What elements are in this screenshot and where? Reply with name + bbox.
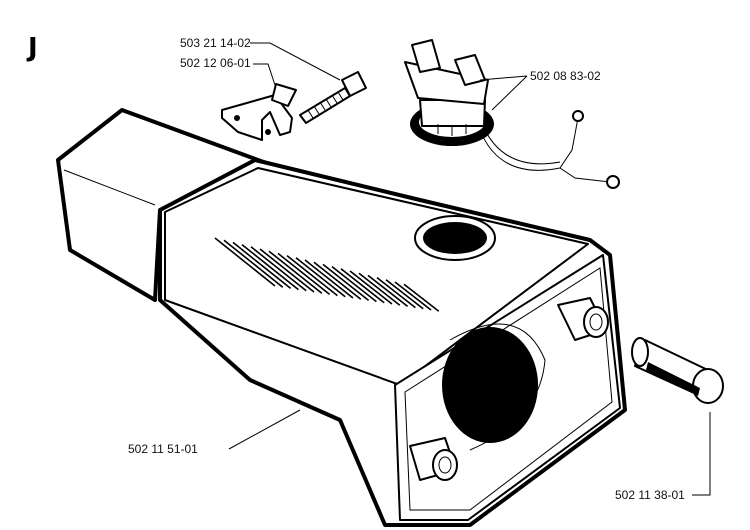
grip-rib	[250, 246, 307, 292]
label-pin: 502 11 38-01	[615, 488, 685, 502]
grip-rib	[304, 259, 354, 299]
grip-rib	[385, 279, 424, 310]
label-bolt: 503 21 14-02	[180, 36, 251, 50]
grip-rib	[268, 250, 323, 294]
label-tank: 502 11 51-01	[128, 442, 198, 456]
grip-rib	[403, 283, 440, 312]
grip-rib	[313, 261, 362, 300]
grip-rib	[286, 254, 338, 297]
bolt	[299, 71, 367, 124]
grip-rib	[241, 243, 299, 291]
grip-rib	[340, 268, 385, 304]
grip-rib	[295, 257, 346, 298]
grip-rib	[394, 281, 432, 311]
section-letter: J	[26, 33, 38, 63]
pin	[631, 337, 724, 404]
leader-lines	[228, 42, 711, 496]
grip-rib	[259, 248, 315, 293]
front-tube-right	[557, 297, 609, 341]
fuel-cap	[404, 39, 620, 189]
grip-rib	[349, 270, 393, 305]
grip-rib	[376, 276, 416, 309]
grip-rib	[367, 274, 409, 308]
grip-rib	[322, 263, 370, 302]
grip-ribs	[214, 237, 440, 312]
label-bracket: 502 12 06-01	[180, 56, 251, 70]
grip-rib	[214, 237, 276, 287]
bracket	[221, 83, 297, 141]
grip-rib	[331, 265, 377, 303]
grip-rib	[358, 272, 401, 306]
fuel-tank	[56, 108, 627, 527]
grip-rib	[223, 239, 284, 288]
grip-rib	[232, 241, 292, 290]
grip-rib	[277, 252, 331, 296]
front-tube-left	[409, 437, 458, 481]
label-fuel-cap: 502 08 83-02	[530, 69, 601, 83]
